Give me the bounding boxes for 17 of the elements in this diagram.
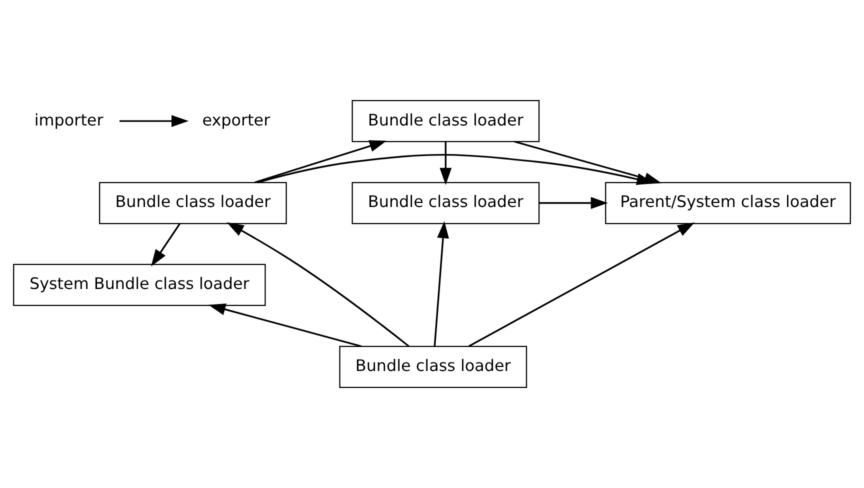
- node-text: importer: [34, 110, 104, 130]
- node-box: Bundle class loader: [352, 182, 540, 224]
- arrow: [434, 221, 449, 346]
- node-box: System Bundle class loader: [13, 264, 266, 306]
- arrow: [468, 222, 695, 347]
- arrow: [440, 142, 452, 185]
- arrow: [254, 140, 387, 184]
- arrow: [151, 223, 180, 267]
- arrow: [208, 304, 362, 348]
- arrow: [539, 197, 608, 209]
- node-text: exporter: [202, 110, 270, 130]
- node-box: Bundle class loader: [352, 100, 540, 142]
- node-box: Parent/System class loader: [605, 182, 851, 224]
- node-box: Bundle class loader: [99, 182, 287, 224]
- arrow: [226, 222, 410, 347]
- arrow: [120, 115, 189, 128]
- node-box: Bundle class loader: [339, 346, 528, 388]
